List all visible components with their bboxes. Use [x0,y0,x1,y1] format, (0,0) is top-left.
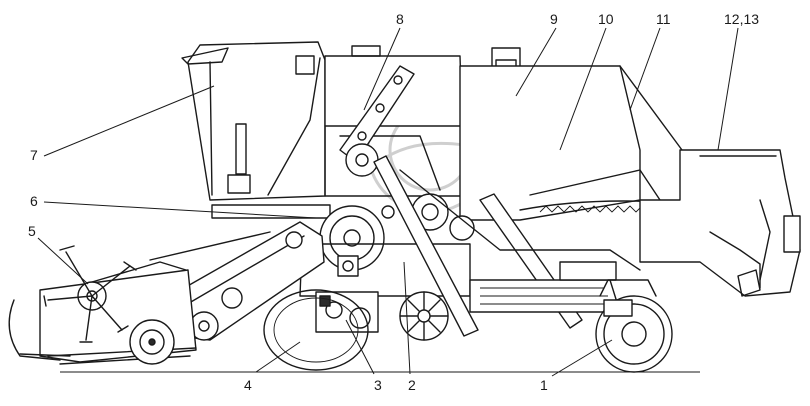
tank-drive-pulley [345,143,379,177]
cab-ladder-rail [235,123,247,175]
leader-4 [255,341,301,373]
callout-labels: 1 2 3 4 5 6 7 8 9 10 11 12,13 [28,11,759,393]
callout-6: 6 [30,193,38,209]
leader-10 [559,27,607,151]
cab-step [227,174,251,194]
callout-11: 11 [656,11,671,27]
cleaning-shoe [469,261,621,313]
feeder-house [169,221,325,341]
leader-3 [345,319,375,375]
callout-4: 4 [244,377,252,393]
callout-1: 1 [540,377,548,393]
leader-lines [37,27,739,377]
callout-2: 2 [408,377,416,393]
leader-11 [629,27,661,111]
leader-7 [43,85,215,157]
rear-hood [639,149,801,297]
callout-12-13: 12,13 [724,11,759,27]
callout-10: 10 [598,11,614,27]
cab-lamp [295,55,315,75]
leader-1 [551,339,613,377]
leader-2 [403,261,411,375]
reel [43,231,271,343]
callout-3: 3 [374,377,382,393]
leader-5 [37,237,89,285]
callout-9: 9 [550,11,558,27]
operator-cab [181,41,331,219]
tank-lid [351,45,381,57]
callout-5: 5 [28,223,36,239]
callout-7: 7 [30,147,38,163]
front-drive-wheel [263,289,369,371]
leader-8 [363,27,401,111]
leader-9 [515,27,557,97]
header-table [8,269,197,365]
rear-steer-wheel [595,279,673,373]
leader-12-13 [717,27,739,151]
rear-light [783,215,801,253]
leader-6 [43,201,317,219]
callout-8: 8 [396,11,404,27]
cleaning-fan [399,291,449,341]
